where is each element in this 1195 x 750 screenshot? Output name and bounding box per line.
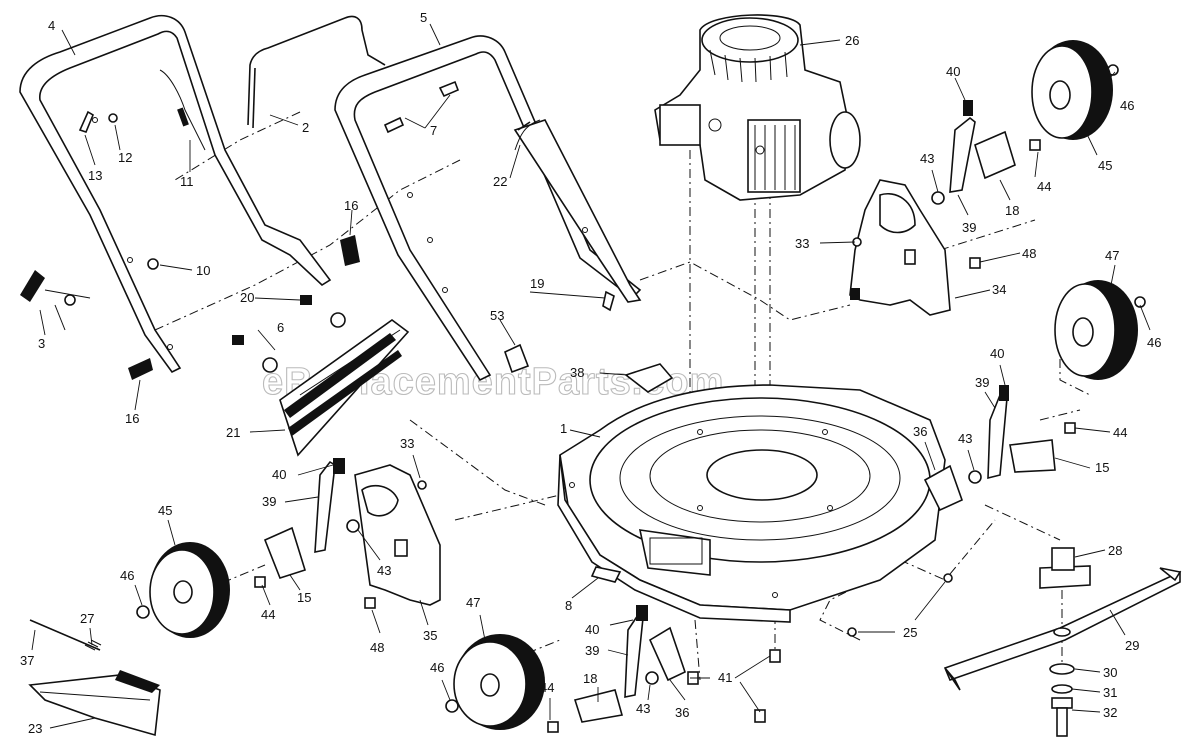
callout-40-left: 40 (272, 467, 286, 482)
callout-13: 13 (88, 168, 102, 183)
callout-15-left: 15 (297, 590, 311, 605)
callout-47-left: 47 (466, 595, 480, 610)
callout-21: 21 (226, 425, 240, 440)
callout-18-top: 18 (1005, 203, 1019, 218)
callout-46-top: 46 (1120, 98, 1134, 113)
callout-45-left: 45 (158, 503, 172, 518)
callout-18-bottom: 18 (583, 671, 597, 686)
wheel-front-center (453, 634, 545, 730)
callout-30: 30 (1103, 665, 1117, 680)
callout-46-right: 46 (1147, 335, 1161, 350)
leader-lines (31, 23, 1151, 729)
callout-25: 25 (903, 625, 917, 640)
callout-48-left: 48 (370, 640, 384, 655)
callout-44-left: 44 (261, 607, 275, 622)
callout-45-top: 45 (1098, 158, 1112, 173)
deflector (232, 295, 410, 457)
adjuster-arms (263, 100, 1056, 723)
upper-handle (19, 14, 332, 374)
callout-48-right: 48 (1022, 246, 1036, 261)
callout-40-bottom: 40 (585, 622, 599, 637)
baffle (624, 363, 674, 393)
callout-8: 8 (565, 598, 572, 613)
height-adjuster-front (354, 464, 441, 606)
callout-39-right: 39 (975, 375, 989, 390)
callout-41: 41 (718, 670, 732, 685)
wheel-rear-right-upper (1031, 40, 1113, 140)
callout-1: 1 (560, 421, 567, 436)
callout-28: 28 (1108, 543, 1122, 558)
callout-36-right: 36 (913, 424, 927, 439)
callout-11: 11 (180, 174, 194, 189)
callout-46-left: 46 (120, 568, 134, 583)
callout-44-top: 44 (1037, 179, 1051, 194)
callout-27: 27 (80, 611, 94, 626)
callout-2: 2 (302, 120, 309, 135)
blade-assembly (943, 547, 1182, 737)
callout-4: 4 (48, 18, 55, 33)
callout-37: 37 (20, 653, 34, 668)
callout-10: 10 (196, 263, 210, 278)
mower-deck (557, 384, 946, 623)
callout-5: 5 (420, 10, 427, 25)
handle-knobs (20, 80, 460, 380)
callout-35: 35 (423, 628, 437, 643)
callout-7: 7 (430, 123, 437, 138)
callout-20: 20 (240, 290, 254, 305)
callout-16-bottom: 16 (125, 411, 139, 426)
callout-44-bottom: 44 (540, 680, 554, 695)
callout-38: 38 (570, 365, 584, 380)
callout-3: 3 (38, 336, 45, 351)
engine (654, 14, 861, 201)
callout-43-left: 43 (377, 563, 391, 578)
callout-36-bottom: 36 (675, 705, 689, 720)
callout-32: 32 (1103, 705, 1117, 720)
callout-26: 26 (845, 33, 859, 48)
callout-53: 53 (490, 308, 504, 323)
callout-16-top: 16 (344, 198, 358, 213)
callout-43-bottom: 43 (636, 701, 650, 716)
callout-39-left: 39 (262, 494, 276, 509)
callout-40-right: 40 (990, 346, 1004, 361)
callout-6: 6 (277, 320, 284, 335)
callout-46-bottom: 46 (430, 660, 444, 675)
callout-43-top: 43 (920, 151, 934, 166)
callout-15-right: 15 (1095, 460, 1109, 475)
callout-34: 34 (992, 282, 1006, 297)
control-bail (247, 15, 386, 129)
callout-19: 19 (530, 276, 544, 291)
callout-39-bottom: 39 (585, 643, 599, 658)
wheel-rear-right-lower (1054, 280, 1138, 380)
height-adjuster-rear (849, 179, 951, 316)
callout-40-top: 40 (946, 64, 960, 79)
callout-44-right: 44 (1113, 425, 1127, 440)
callout-12: 12 (118, 150, 132, 165)
callout-22: 22 (493, 174, 507, 189)
callout-33-left: 33 (400, 436, 414, 451)
callout-43-right: 43 (958, 431, 972, 446)
upper-handle-2 (334, 35, 642, 382)
callout-23: 23 (28, 721, 42, 736)
callout-47-right: 47 (1105, 248, 1119, 263)
grass-bag (28, 619, 161, 737)
wheel-front-left (149, 542, 230, 638)
callout-29: 29 (1125, 638, 1139, 653)
throttle-cable (159, 69, 541, 151)
callout-33-right: 33 (795, 236, 809, 251)
callout-31: 31 (1103, 685, 1117, 700)
callout-39-top: 39 (962, 220, 976, 235)
small-hardware (136, 64, 1146, 733)
callout-labels: 4 5 2 7 11 12 13 10 16 3 16 20 6 21 22 1… (20, 10, 1161, 736)
